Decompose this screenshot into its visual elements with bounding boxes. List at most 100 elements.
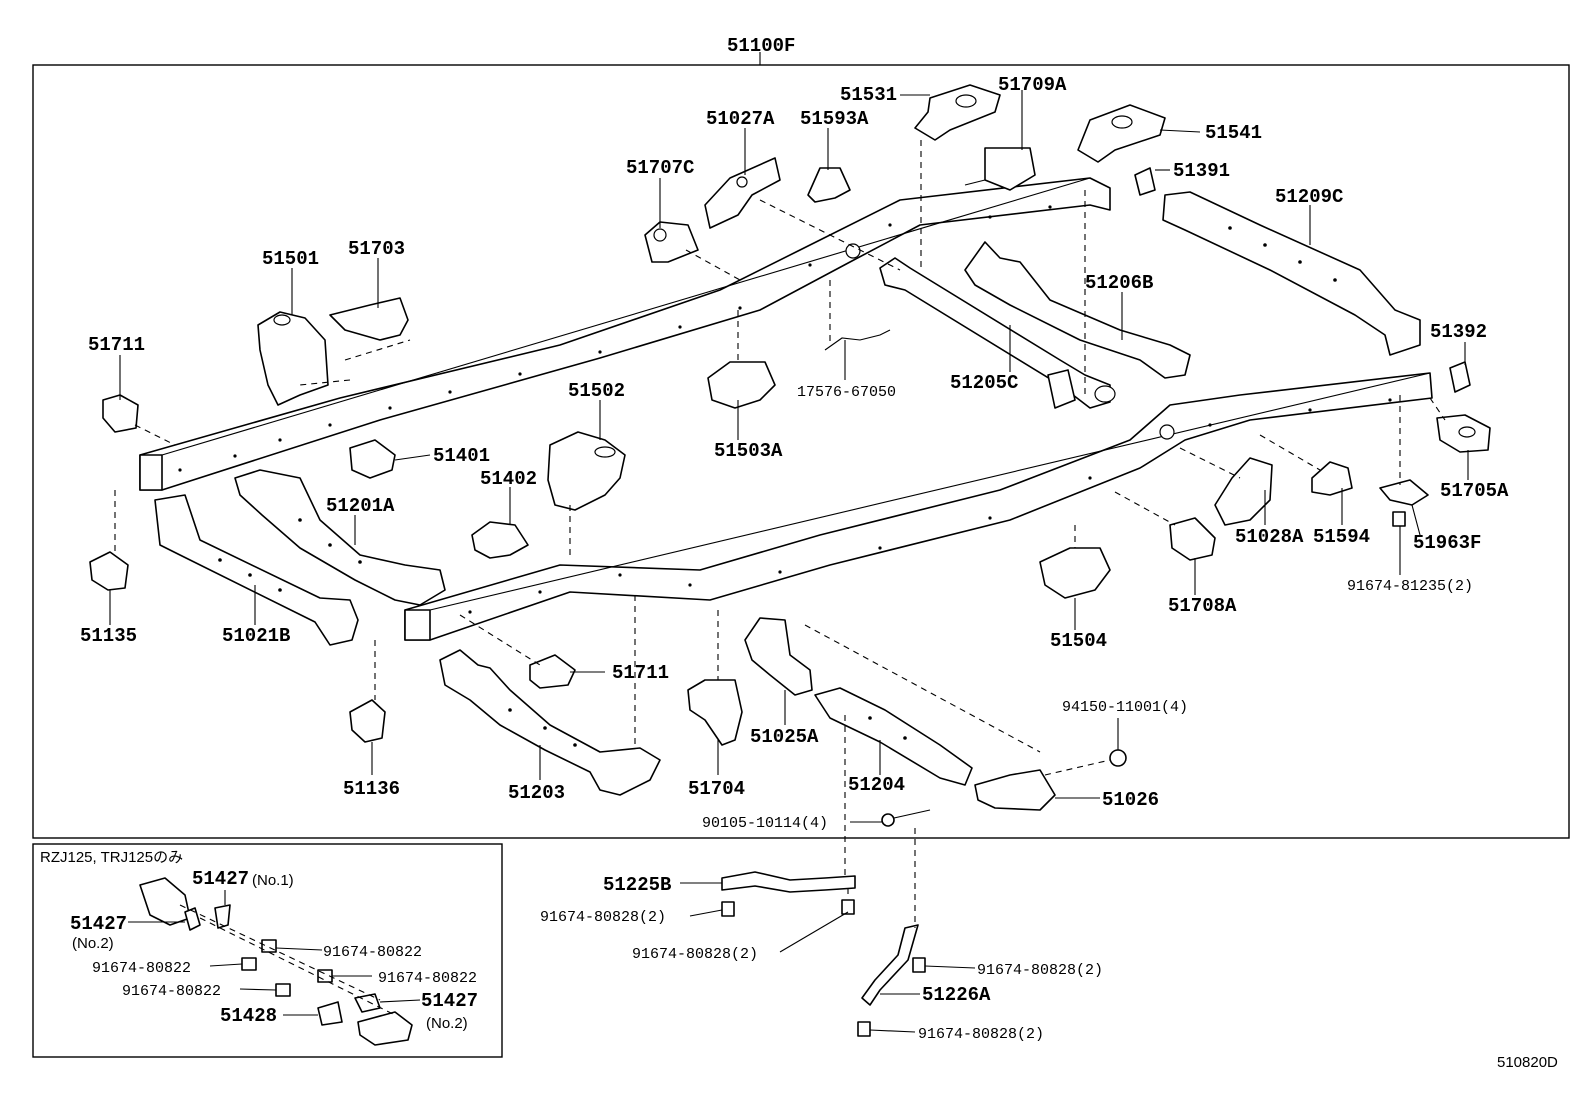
label-51703[interactable]: 51703 (348, 238, 405, 260)
label-51704[interactable]: 51704 (688, 778, 745, 800)
inset-label-51428[interactable]: 51428 (220, 1005, 277, 1027)
label-91674-80828-b[interactable]: 91674-80828(2) (632, 946, 758, 963)
part-51025A[interactable] (744, 617, 813, 696)
part-17576-67050[interactable] (824, 329, 891, 351)
part-51504[interactable] (1039, 547, 1111, 599)
part-51201A[interactable] (234, 469, 446, 606)
inset-label-51427-no2-left[interactable]: 51427 (70, 913, 127, 935)
label-51135[interactable]: 51135 (80, 625, 137, 647)
part-51541[interactable] (1077, 104, 1166, 163)
label-94150-11001[interactable]: 94150-11001(4) (1062, 699, 1188, 716)
part-51704[interactable] (687, 679, 743, 746)
label-51705A[interactable]: 51705A (1440, 480, 1509, 502)
label-51593A[interactable]: 51593A (800, 108, 869, 130)
label-51021B[interactable]: 51021B (222, 625, 290, 647)
label-51201A[interactable]: 51201A (326, 495, 395, 517)
part-51711-bottom[interactable] (529, 654, 576, 689)
label-51501[interactable]: 51501 (262, 248, 319, 270)
part-51021B[interactable] (154, 494, 359, 646)
label-51203[interactable]: 51203 (508, 782, 565, 804)
label-51209C[interactable]: 51209C (1275, 186, 1343, 208)
part-51391[interactable] (1134, 167, 1156, 196)
part-51028A[interactable] (1214, 457, 1273, 526)
part-51705A[interactable] (1436, 414, 1491, 453)
part-51205C[interactable] (879, 257, 1116, 409)
label-51541[interactable]: 51541 (1205, 122, 1262, 144)
part-51708A[interactable] (1169, 517, 1216, 561)
assembly-label[interactable]: 51100F (727, 35, 795, 57)
label-51594[interactable]: 51594 (1313, 526, 1370, 548)
part-51711-top[interactable] (102, 394, 139, 433)
frame-rail-left[interactable] (139, 177, 1111, 491)
part-51392[interactable] (1449, 361, 1471, 393)
label-51391[interactable]: 51391 (1173, 160, 1230, 182)
label-51711-top[interactable]: 51711 (88, 334, 145, 356)
label-51502[interactable]: 51502 (568, 380, 625, 402)
part-51027A[interactable] (704, 157, 781, 229)
part-51531[interactable] (914, 84, 1001, 141)
label-51392[interactable]: 51392 (1430, 321, 1487, 343)
label-51504[interactable]: 51504 (1050, 630, 1107, 652)
part-51502[interactable] (547, 431, 626, 511)
part-51136[interactable] (349, 699, 386, 743)
bolt-91674-80828-a[interactable] (721, 901, 735, 917)
inset-label-51427-no1[interactable]: 51427 (192, 868, 249, 890)
part-51703[interactable] (329, 297, 409, 341)
label-51136[interactable]: 51136 (343, 778, 400, 800)
part-51401[interactable] (349, 439, 396, 479)
part-51135[interactable] (89, 551, 129, 591)
part-51206B[interactable] (964, 241, 1191, 379)
inset-label-91674-80822-b[interactable]: 91674-80822 (92, 960, 191, 977)
part-51503A[interactable] (707, 361, 776, 409)
bolt-91674-80828-d[interactable] (857, 1021, 871, 1037)
inset-label-91674-80822-d[interactable]: 91674-80822 (122, 983, 221, 1000)
inset-label-51427-no2-right[interactable]: 51427 (421, 990, 478, 1012)
part-51501[interactable] (257, 311, 329, 406)
label-51027A[interactable]: 51027A (706, 108, 775, 130)
label-91674-80828-a[interactable]: 91674-80828(2) (540, 909, 666, 926)
label-91674-80828-c[interactable]: 91674-80828(2) (977, 962, 1103, 979)
label-51225B[interactable]: 51225B (603, 874, 671, 896)
part-51594[interactable] (1311, 461, 1353, 496)
label-51531[interactable]: 51531 (840, 84, 897, 106)
bolt-91674-80828-b[interactable] (841, 899, 855, 915)
inset-label-91674-80822-a[interactable]: 91674-80822 (323, 944, 422, 961)
label-51401[interactable]: 51401 (433, 445, 490, 467)
label-51226A[interactable]: 51226A (922, 984, 991, 1006)
part-51225B[interactable] (721, 871, 856, 893)
inset-label-91674-80822-c[interactable]: 91674-80822 (378, 970, 477, 987)
part-51963F[interactable] (1379, 479, 1429, 506)
bolt-91674-80828-c[interactable] (912, 957, 926, 973)
label-51026[interactable]: 51026 (1102, 789, 1159, 811)
label-51503A[interactable]: 51503A (714, 440, 783, 462)
part-51209C[interactable] (1162, 191, 1421, 356)
label-17576-67050[interactable]: 17576-67050 (797, 384, 896, 401)
part-51203[interactable] (439, 649, 661, 796)
label-91674-80828-d[interactable]: 91674-80828(2) (918, 1026, 1044, 1043)
label-51708A[interactable]: 51708A (1168, 595, 1237, 617)
label-51711-bottom[interactable]: 51711 (612, 662, 669, 684)
label-51709A[interactable]: 51709A (998, 74, 1067, 96)
frame-rail-right[interactable] (404, 372, 1433, 641)
label-51204[interactable]: 51204 (848, 774, 905, 796)
label-51028A[interactable]: 51028A (1235, 526, 1304, 548)
part-94150-11001[interactable] (1109, 749, 1127, 767)
label-51707C[interactable]: 51707C (626, 157, 694, 179)
part-91674-81235[interactable] (1392, 511, 1406, 527)
part-51707C[interactable] (644, 221, 699, 263)
label-51025A[interactable]: 51025A (750, 726, 819, 748)
inset-parts[interactable] (139, 877, 413, 1046)
label-51402[interactable]: 51402 (480, 468, 537, 490)
part-90105-10114[interactable] (881, 809, 931, 827)
part-51709A[interactable] (964, 147, 1036, 191)
part-51593A[interactable] (807, 167, 851, 203)
label-51206B[interactable]: 51206B (1085, 272, 1153, 294)
part-51026[interactable] (974, 769, 1056, 811)
part-51204[interactable] (814, 687, 973, 786)
part-51402[interactable] (471, 521, 529, 559)
part-51226A[interactable] (861, 924, 919, 1006)
label-51963F[interactable]: 51963F (1413, 532, 1481, 554)
label-51205C[interactable]: 51205C (950, 372, 1018, 394)
label-90105-10114[interactable]: 90105-10114(4) (702, 815, 828, 832)
label-91674-81235[interactable]: 91674-81235(2) (1347, 578, 1473, 595)
